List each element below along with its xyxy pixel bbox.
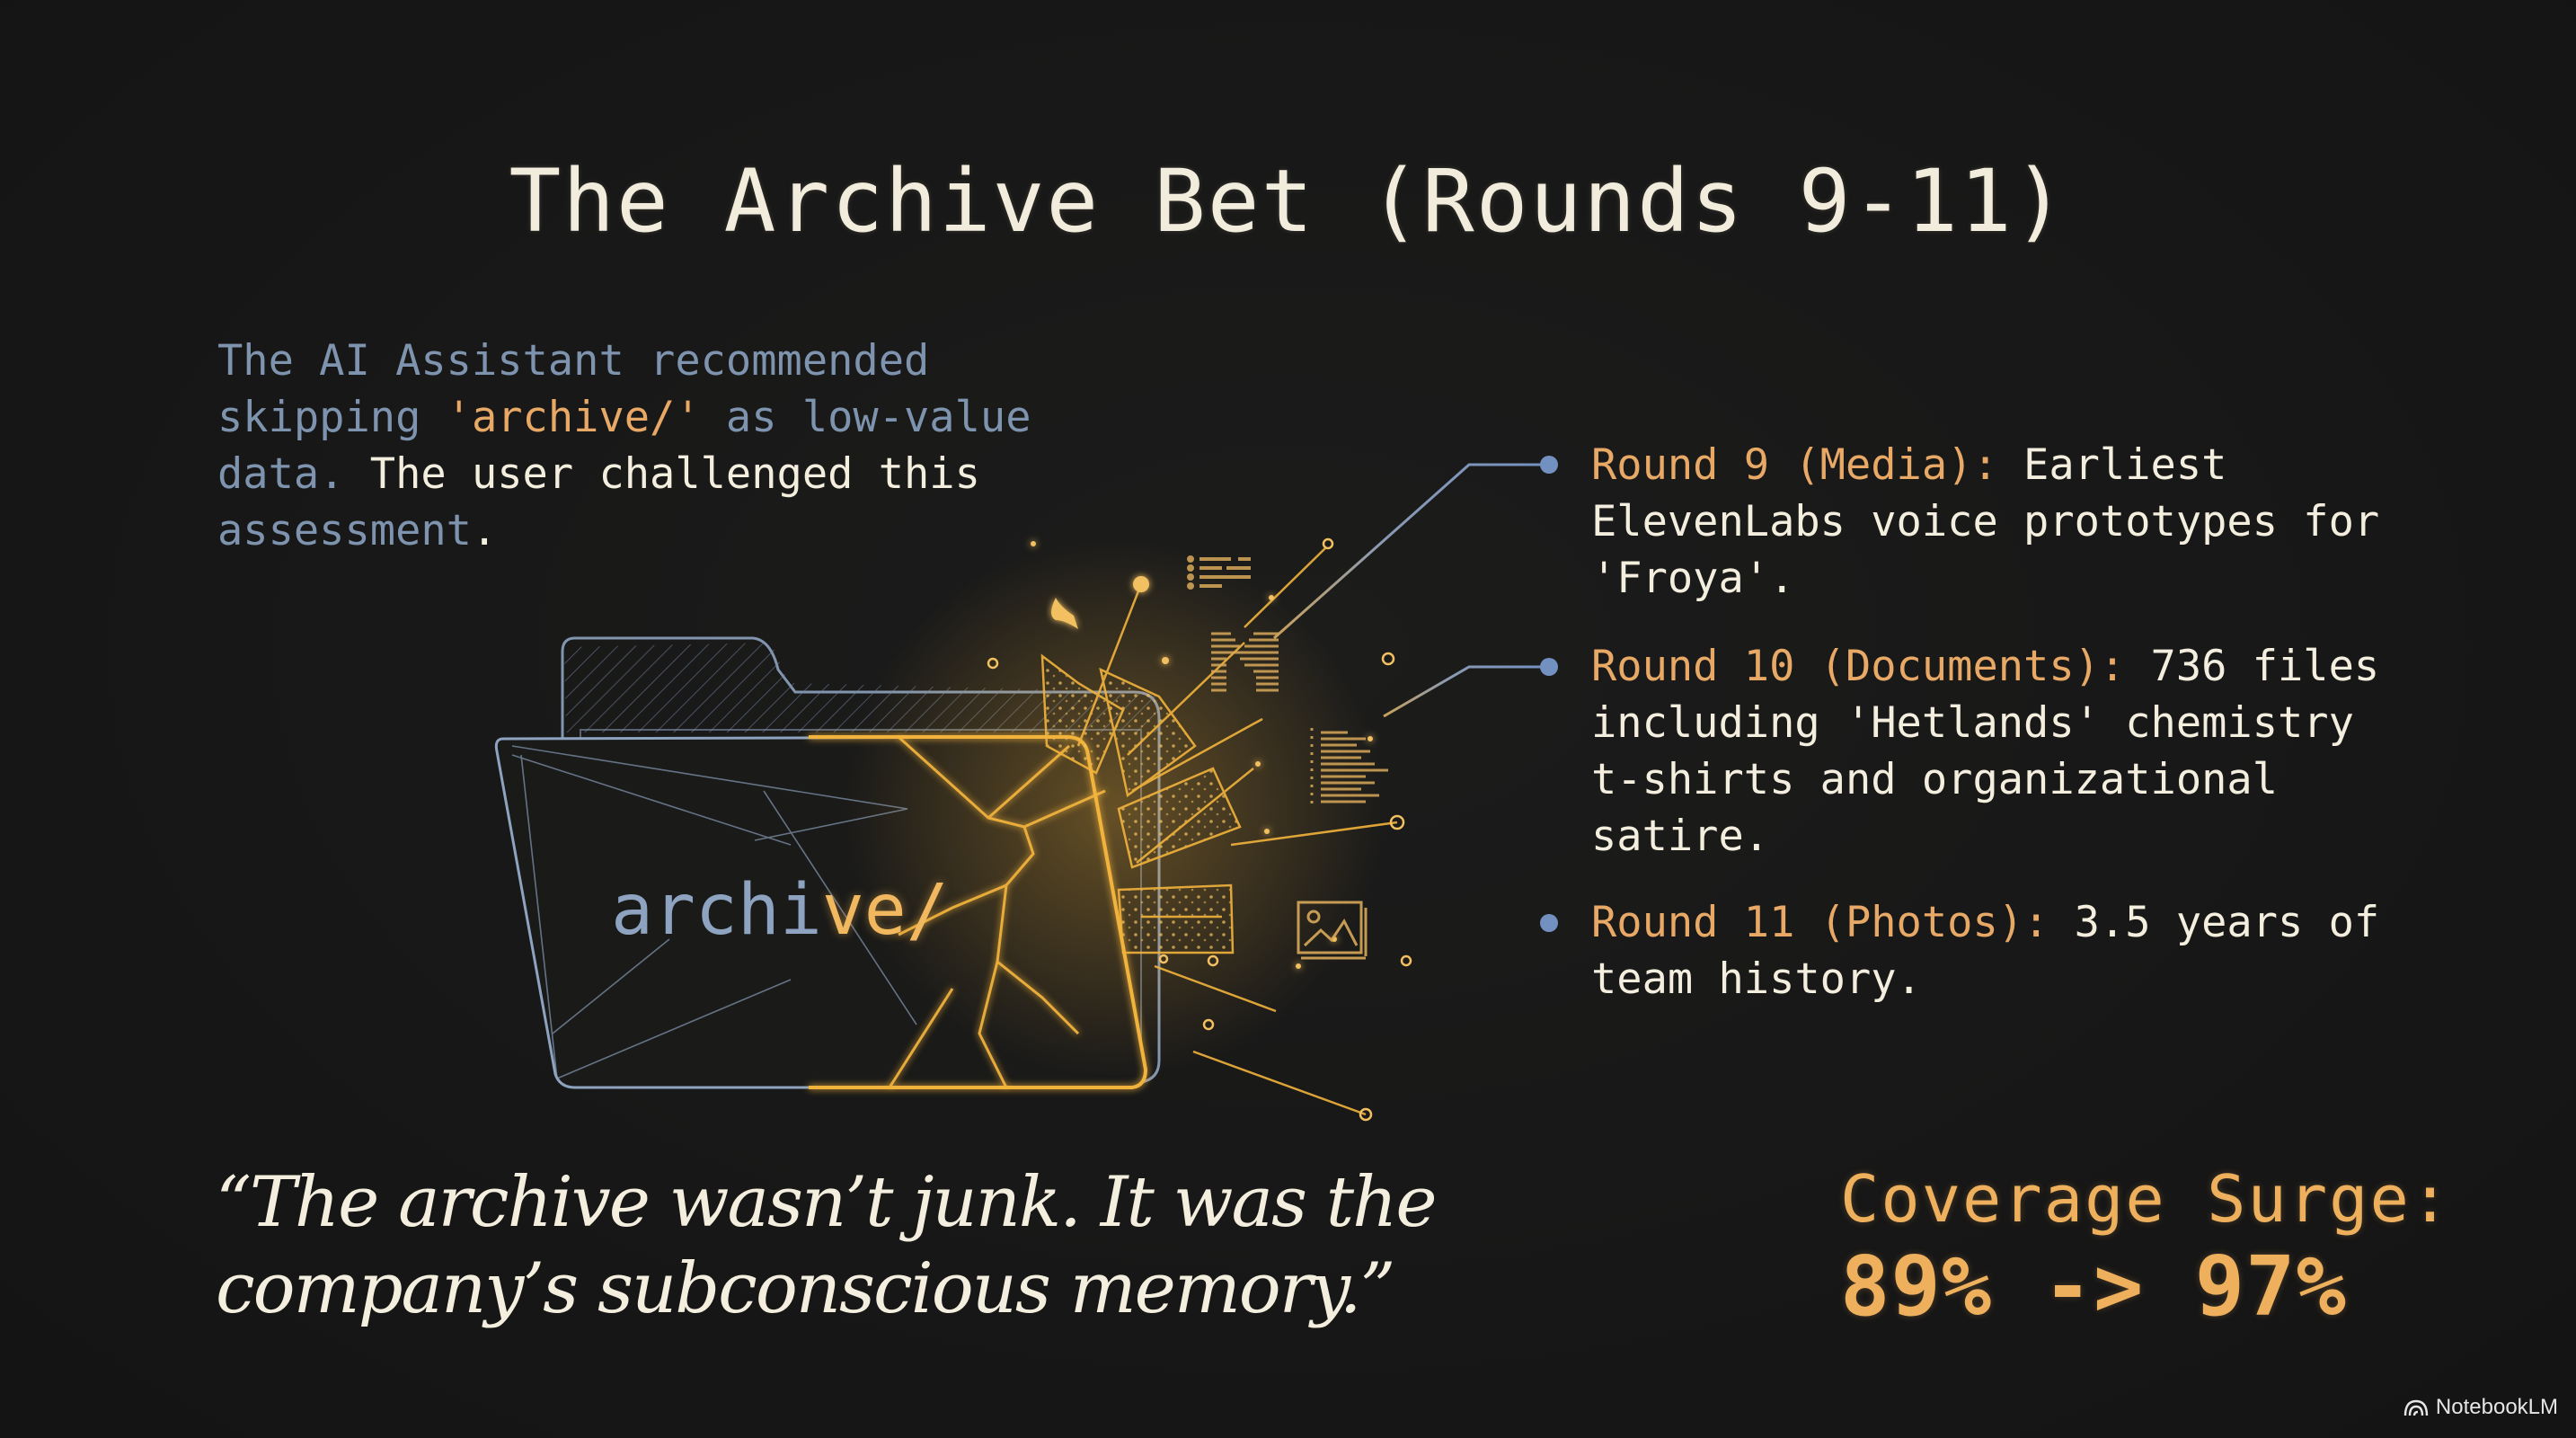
exploding-fragments — [1040, 547, 1398, 1116]
slide-title: The Archive Bet (Rounds 9-11) — [509, 151, 2067, 252]
round-11-label: Round 11 (Photos): — [1591, 898, 2049, 947]
image-icon — [1297, 901, 1368, 960]
pull-quote: “The archive wasn’t junk. It was the com… — [216, 1162, 1438, 1329]
intro-paragraph: The AI Assistant recommended skipping 'a… — [217, 333, 1098, 559]
round-10-bullet-icon — [1540, 658, 1558, 676]
folder-label-blue: archi — [611, 870, 822, 951]
connector-dots — [1540, 456, 1558, 932]
list-icon — [1187, 555, 1251, 590]
round-11-text: 3.5 years of team history. — [1591, 898, 2380, 1004]
folder-label-orange: ve/ — [821, 870, 949, 951]
waveform-icon — [1211, 632, 1279, 692]
intro-archive-highlight: 'archive/' — [446, 393, 701, 442]
intro-text-ai: The AI Assistant recommended skipping — [217, 336, 930, 442]
connector-lines — [1273, 463, 1547, 925]
intro-text-assessment: assessment — [217, 506, 472, 555]
round-11-item: Round 11 (Photos): 3.5 years of team his… — [1591, 894, 2400, 1007]
round-9-item: Round 9 (Media): Earliest ElevenLabs voi… — [1591, 437, 2400, 607]
notebooklm-logo-icon — [2403, 1399, 2429, 1416]
notebooklm-watermark: NotebookLM — [2403, 1395, 2558, 1420]
round-9-label: Round 9 (Media): — [1591, 440, 1998, 490]
document-lines-icon — [1310, 728, 1388, 809]
round-9-bullet-icon — [1540, 456, 1558, 474]
coverage-label: Coverage Surge: — [1840, 1161, 2452, 1237]
brand-name: NotebookLM — [2435, 1395, 2558, 1419]
folder-label: archive/ — [611, 870, 949, 951]
round-11-bullet-icon — [1540, 914, 1558, 932]
round-10-label: Round 10 (Documents): — [1591, 642, 2126, 691]
round-10-item: Round 10 (Documents): 736 files includin… — [1591, 638, 2400, 865]
intro-text-period: . — [471, 506, 498, 555]
round-9-text: Earliest ElevenLabs voice prototypes for… — [1591, 440, 2380, 603]
intro-text-lowvalue: as low-value data. — [217, 393, 1031, 499]
sparkle-particles — [1031, 541, 1373, 969]
intro-text-user: The user challenged this — [344, 449, 980, 499]
coverage-value: 89% -> 97% — [1840, 1238, 2347, 1335]
coverage-callout: Coverage Surge: 89% -> 97% — [1840, 1158, 2523, 1334]
round-10-text: 736 files including 'Hetlands' chemistry… — [1591, 642, 2380, 861]
